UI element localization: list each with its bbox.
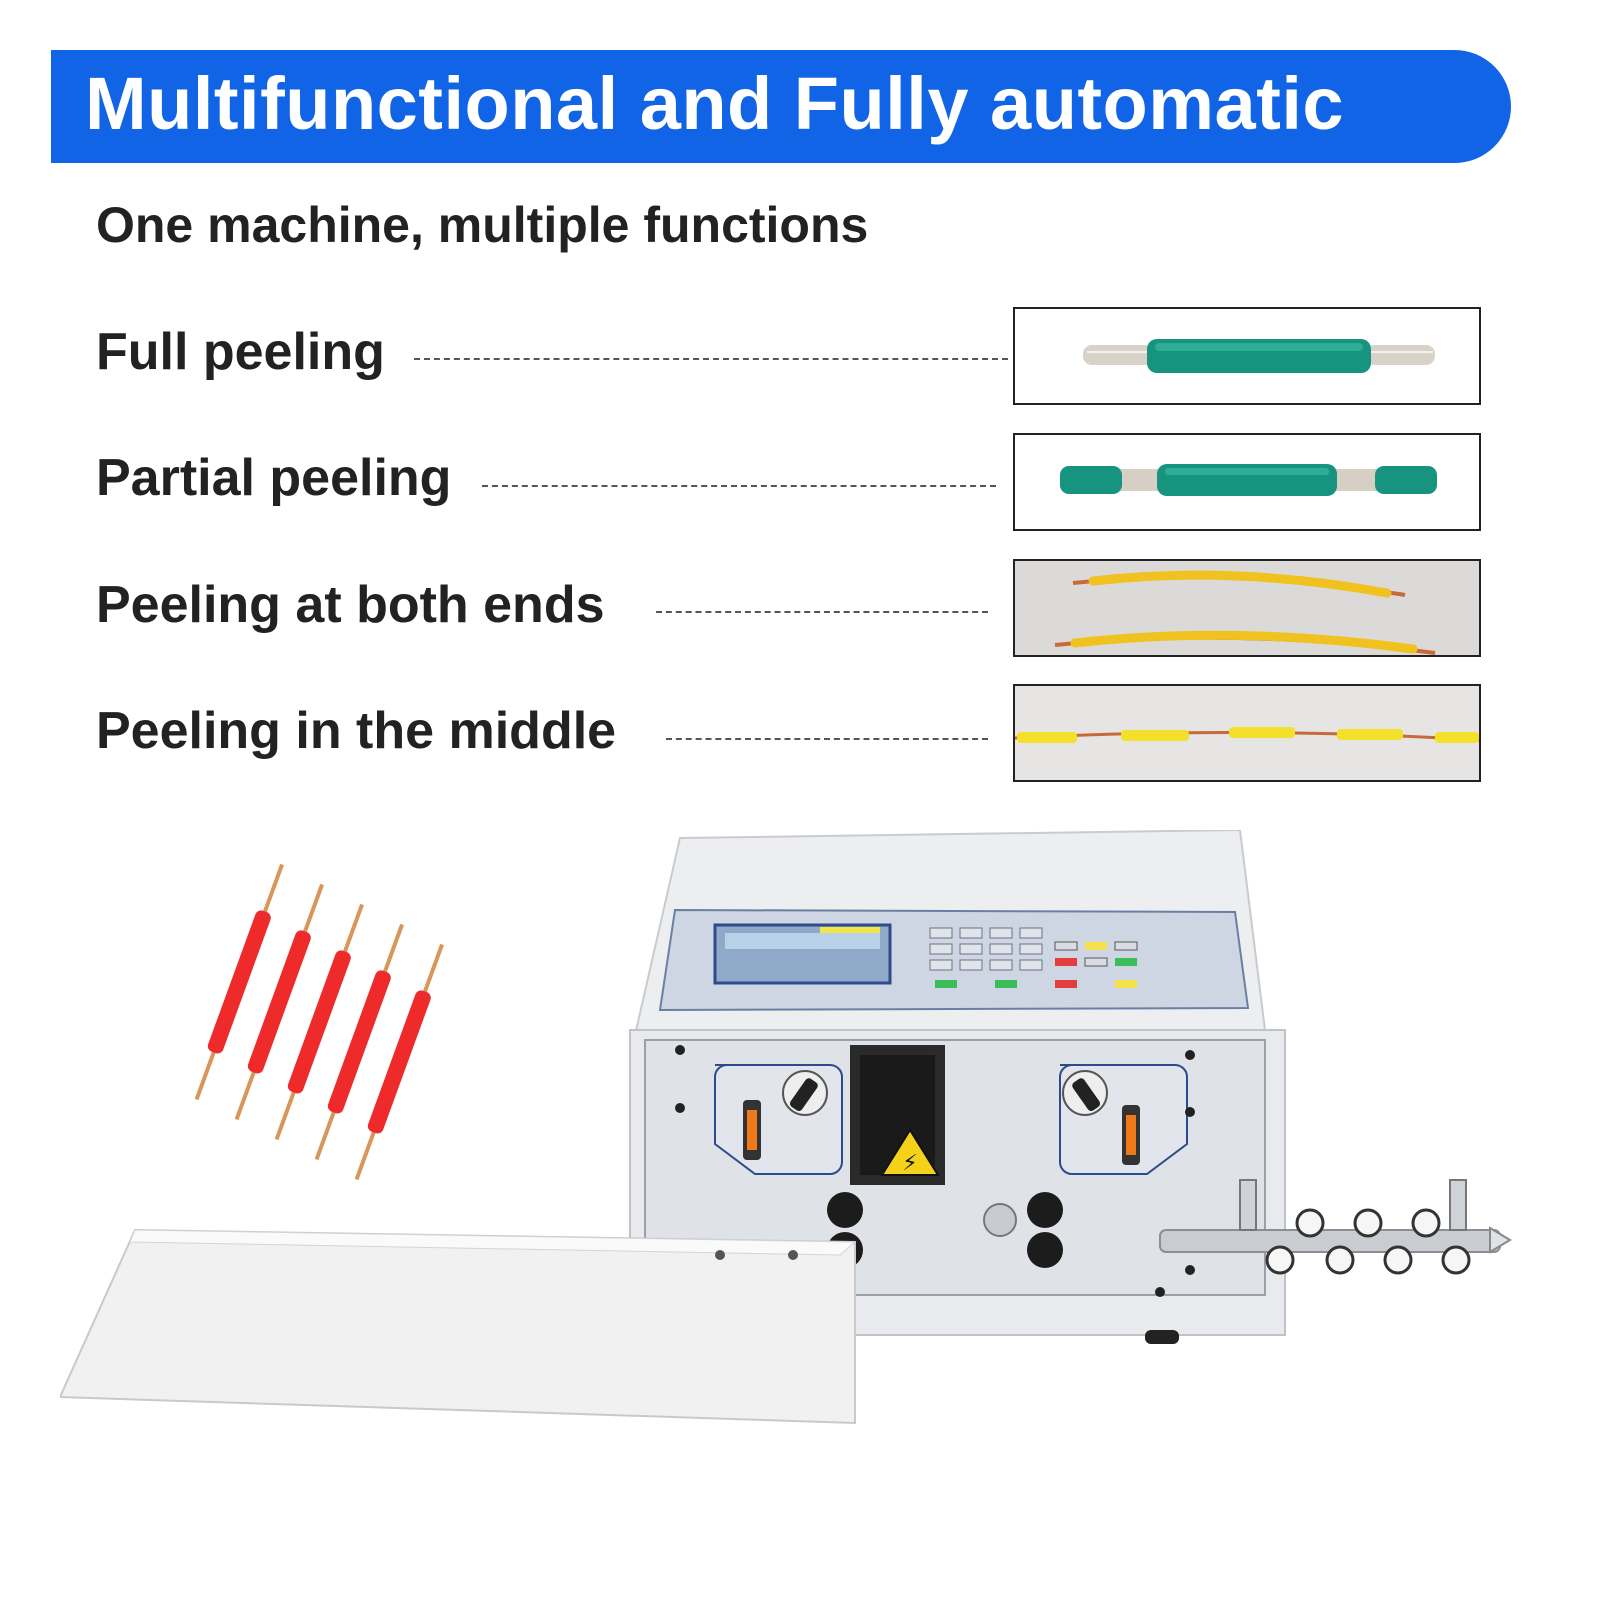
wire-stripping-machine-image: ⚡ [58,828,1512,1425]
function-label-full-peeling: Full peeling [96,323,385,381]
leader-line [482,485,996,487]
leader-line [666,738,988,740]
function-label-peeling-at-both-ends: Peeling at both ends [96,576,605,634]
function-label-partial-peeling: Partial peeling [96,449,452,507]
leader-line [656,611,988,613]
thumb-peeling-in-the-middle [1013,684,1481,782]
thumb-partial-peeling [1013,433,1481,531]
thumb-peeling-at-both-ends [1013,559,1481,657]
red-wires-icon [194,863,444,1181]
leader-line [414,358,1008,360]
both-ends-peeling-wire-image [1015,561,1479,655]
title-banner: Multifunctional and Fully automatic [51,50,1511,163]
subtitle: One machine, multiple functions [96,197,869,253]
partial-peeling-wire-image [1060,464,1437,496]
middle-peeling-wire-image [1015,686,1479,780]
svg-text:⚡: ⚡ [902,1151,917,1176]
function-label-peeling-in-the-middle: Peeling in the middle [96,702,617,760]
thumb-full-peeling [1013,307,1481,405]
product-illustration: ⚡ [58,828,1540,1475]
banner-title: Multifunctional and Fully automatic [85,62,1345,145]
full-peeling-wire-image [1083,339,1435,373]
